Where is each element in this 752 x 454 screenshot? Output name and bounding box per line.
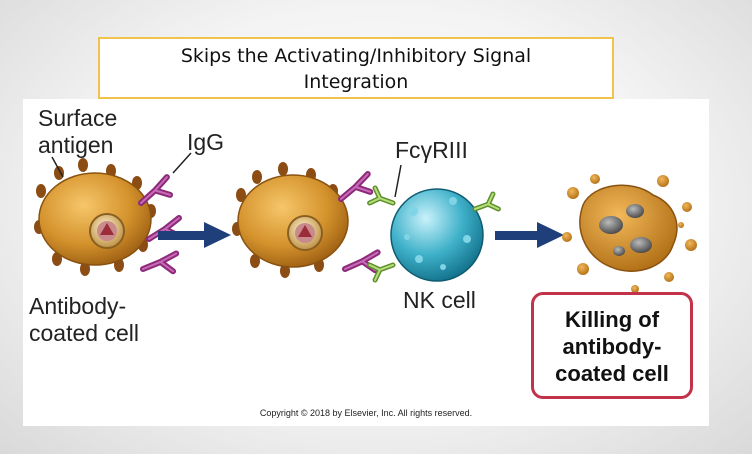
adcc-figure: Surface antigen IgG FcγRIII Antibody- co… xyxy=(23,99,709,426)
nk-cell xyxy=(390,188,484,282)
surface-antigen-pointer xyxy=(51,156,64,178)
copyright-notice: Copyright © 2018 by Elsevier, Inc. All r… xyxy=(259,408,473,418)
nk-cell-label: NK cell xyxy=(403,287,476,313)
fc-gamma-riii-label: FcγRIII xyxy=(395,137,468,163)
igg-pointer xyxy=(172,152,192,174)
arrow-2 xyxy=(495,222,564,248)
surface-antigen-label: Surface antigen xyxy=(38,105,118,158)
igg-label: IgG xyxy=(187,129,225,155)
adcc-illustration xyxy=(34,152,697,293)
fc-receptor-pointer xyxy=(394,164,402,198)
killing-callout: Killing of antibody- coated cell xyxy=(531,292,693,399)
arrow-1 xyxy=(158,222,231,248)
callout-box: Skips the Activating/Inhibitory Signal I… xyxy=(98,37,614,99)
callout-line-2: Integration xyxy=(303,71,409,93)
target-cell-1 xyxy=(34,158,156,276)
callout-line-1: Skips the Activating/Inhibitory Signal xyxy=(180,45,532,67)
antibody-coated-cell-label: Antibody- coated cell xyxy=(29,293,139,346)
killed-cell xyxy=(562,174,697,293)
target-cell-2 xyxy=(232,162,349,278)
